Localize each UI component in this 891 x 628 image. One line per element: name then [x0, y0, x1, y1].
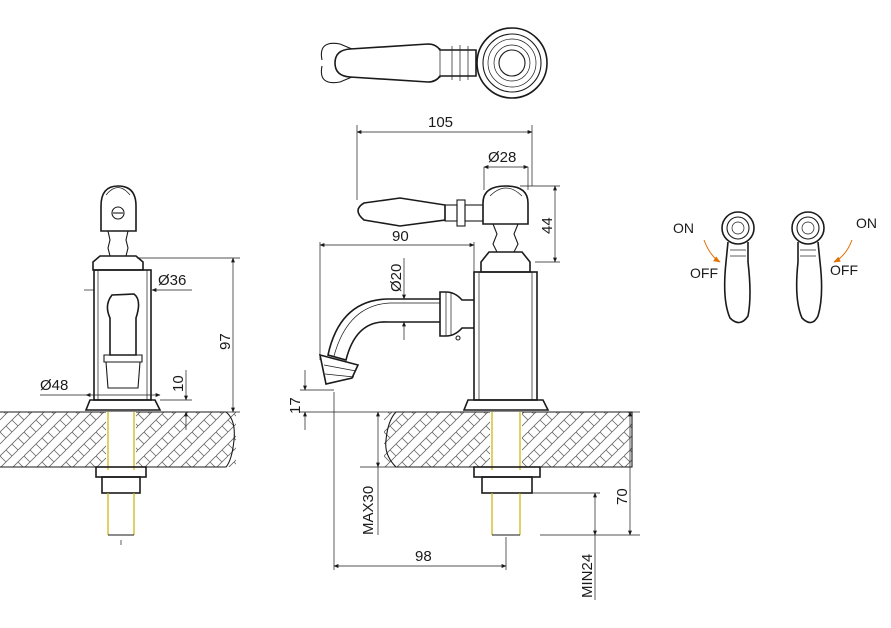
dim-min-24: MIN24 — [579, 554, 596, 598]
op-right-off: OFF — [830, 262, 858, 278]
op-right-on: ON — [856, 215, 877, 231]
dim-max-30: MAX30 — [360, 486, 377, 535]
front-view: 105 Ø28 44 90 Ø20 17 MAX30 98 — [287, 114, 640, 600]
dim-height-97: 97 — [217, 333, 234, 350]
dim-width-98: 98 — [415, 548, 432, 565]
top-view — [320, 27, 548, 99]
dim-diameter-48: Ø48 — [40, 377, 68, 394]
dim-depth-70: 70 — [614, 488, 631, 505]
side-view: Ø36 97 Ø48 10 — [0, 185, 240, 545]
operation-diagram-left: ON OFF — [673, 211, 755, 324]
dim-spout-17: 17 — [287, 397, 304, 414]
dim-diameter-20: Ø20 — [388, 264, 405, 292]
dim-base-10: 10 — [170, 375, 187, 392]
dim-height-44: 44 — [539, 217, 556, 234]
dim-diameter-36: Ø36 — [158, 272, 186, 289]
dim-diameter-28: Ø28 — [488, 149, 516, 166]
dim-width-105: 105 — [428, 114, 453, 131]
op-left-on: ON — [673, 220, 694, 236]
operation-diagram-right: ON OFF — [791, 211, 877, 324]
dim-reach-90: 90 — [392, 228, 409, 245]
op-left-off: OFF — [690, 265, 718, 281]
